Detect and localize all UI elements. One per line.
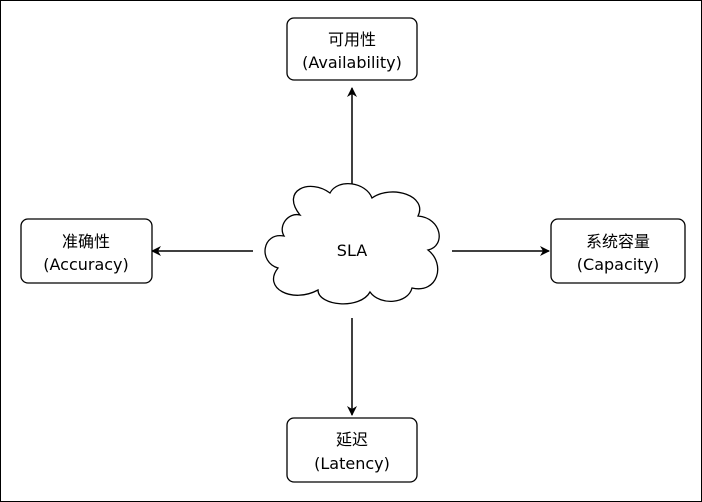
- node-availability-title: 可用性: [328, 30, 376, 49]
- sla-cloud: SLA: [264, 183, 440, 305]
- node-accuracy: 准确性 (Accuracy): [20, 218, 153, 284]
- node-latency-title: 延迟: [336, 430, 368, 449]
- node-accuracy-box: [20, 218, 153, 284]
- node-availability-box: [286, 17, 418, 81]
- node-capacity: 系统容量 (Capacity): [550, 218, 686, 284]
- node-latency: 延迟 (Latency): [286, 417, 418, 483]
- node-latency-subtitle: (Latency): [314, 454, 390, 473]
- node-capacity-title: 系统容量: [586, 232, 650, 251]
- node-availability-subtitle: (Availability): [302, 53, 402, 72]
- cloud-shape: [264, 183, 440, 305]
- node-availability: 可用性 (Availability): [286, 17, 418, 81]
- node-capacity-subtitle: (Capacity): [577, 255, 659, 274]
- node-capacity-box: [550, 218, 686, 284]
- node-accuracy-subtitle: (Accuracy): [43, 255, 129, 274]
- sla-label: SLA: [337, 241, 367, 260]
- node-accuracy-title: 准确性: [62, 232, 110, 251]
- node-latency-box: [286, 417, 418, 483]
